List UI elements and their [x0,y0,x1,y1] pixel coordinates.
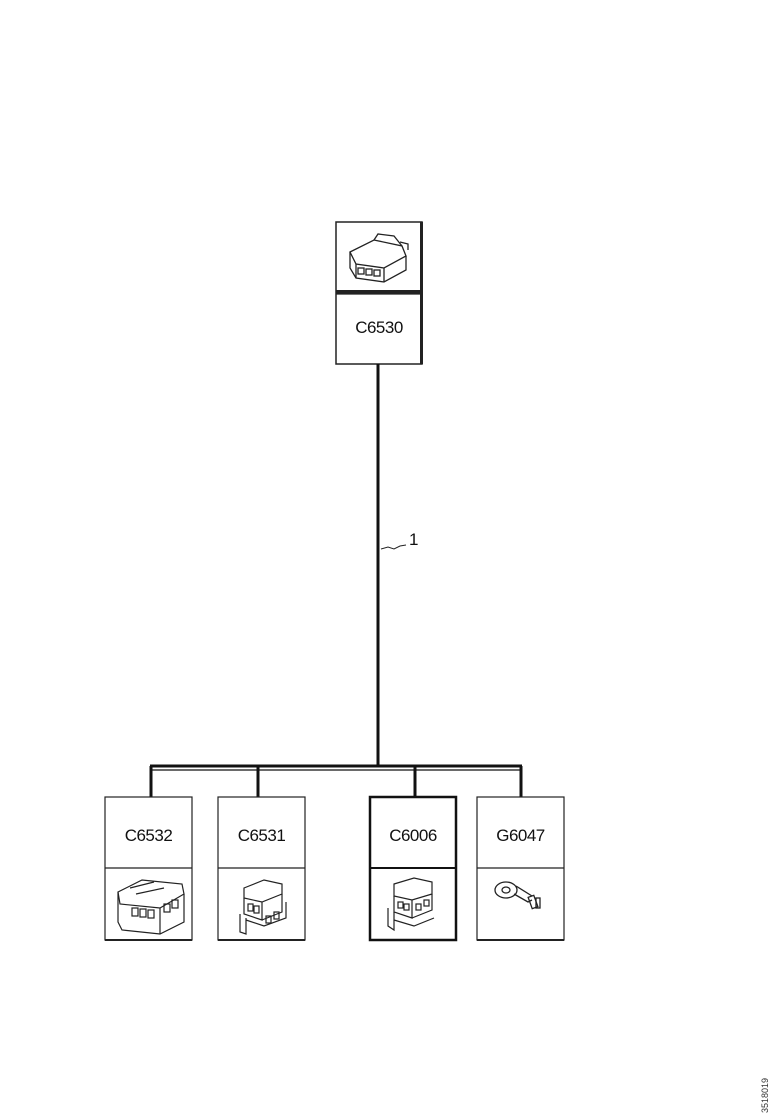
wire-label: 1 [409,530,419,549]
document-id: 3518019 [760,1078,770,1113]
bottom-connector-box-4 [476,796,565,941]
bottom-connector-code-3: C6006 [389,826,437,845]
connector-angled-icon [387,877,435,932]
bottom-connector-code-2: C6531 [237,826,286,845]
top-connector-box [335,221,423,365]
bottom-connector-box-1 [104,796,193,941]
ring-terminal-icon [494,881,541,910]
connector-large-icon [349,233,409,283]
bottom-connector-code-1: C6532 [124,826,173,845]
top-connector-code: C6530 [355,318,403,337]
bottom-connector-code-4: G6047 [496,826,545,845]
connector-stacked-icon [239,879,287,935]
bottom-connector-box-2 [217,796,306,941]
connector-wide-icon [117,879,185,935]
wire-label-leader [380,544,407,550]
bottom-connector-box-3 [368,795,458,942]
